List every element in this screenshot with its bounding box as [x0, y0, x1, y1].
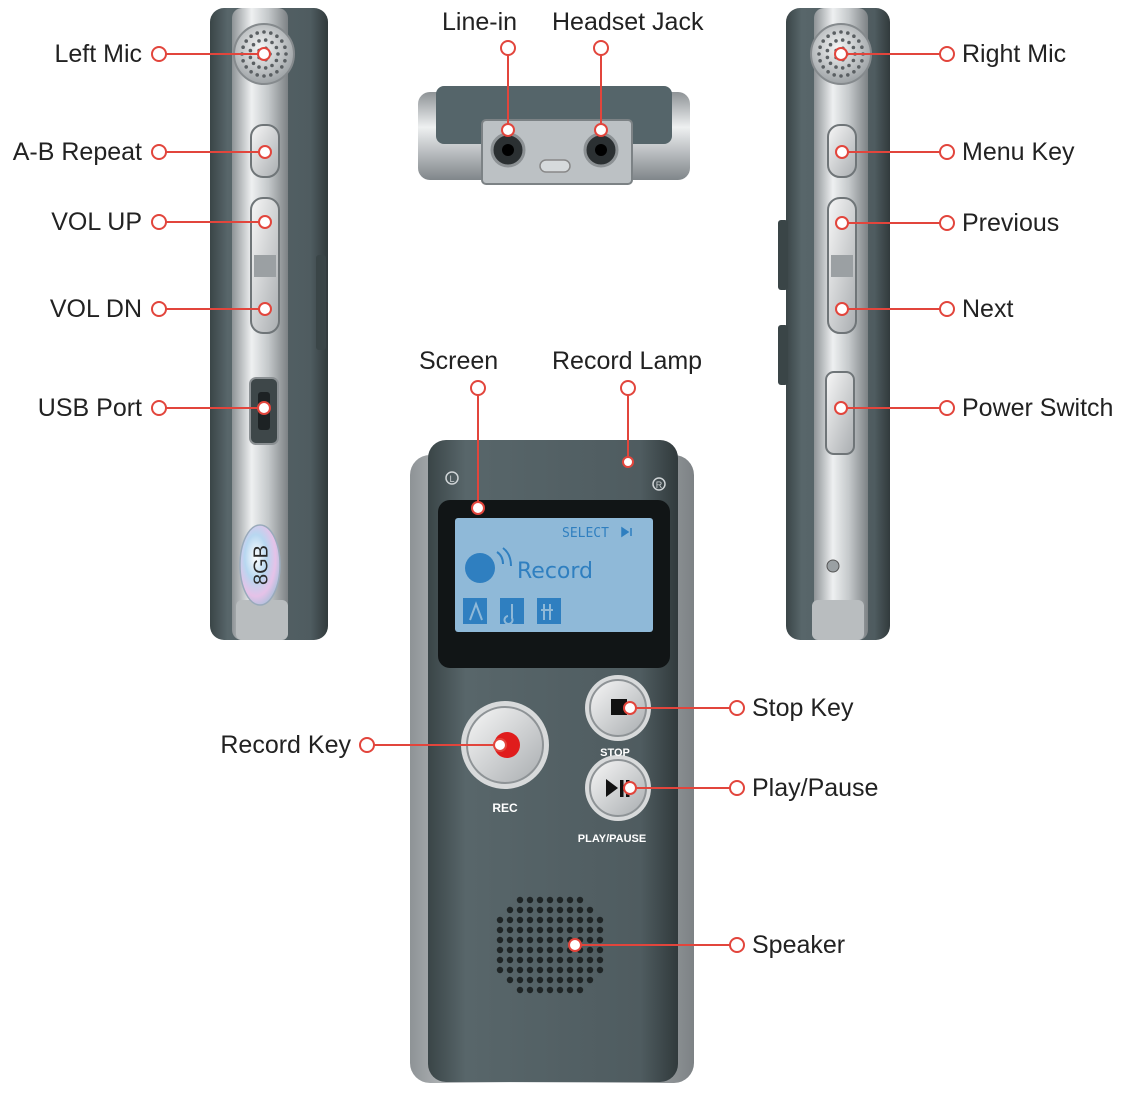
label-record-lamp: Record Lamp	[552, 347, 703, 375]
microphone-person-icon	[465, 553, 495, 583]
top-view	[418, 86, 690, 185]
label-next: Next	[962, 295, 1014, 323]
label-play-pause: Play/Pause	[752, 774, 879, 802]
label-menu-key: Menu Key	[962, 138, 1075, 166]
speaker-grille	[496, 896, 604, 994]
right-channel-mark: R	[656, 480, 663, 490]
capacity-badge-text: 8GB	[250, 545, 272, 585]
stop-caption: STOP	[600, 747, 630, 759]
label-previous: Previous	[962, 209, 1060, 237]
stop-square-icon	[611, 699, 627, 715]
label-stop-key: Stop Key	[752, 694, 854, 722]
label-line-in: Line-in	[442, 8, 518, 36]
capacity-sticker	[239, 524, 281, 606]
record-folder-icon	[463, 598, 487, 624]
label-usb-port: USB Port	[37, 394, 142, 422]
callout-lines	[151, 40, 955, 953]
label-vol-up: VOL UP	[51, 208, 142, 236]
rec-caption: REC	[492, 801, 518, 815]
label-speaker: Speaker	[752, 931, 846, 959]
left-side-view	[210, 8, 328, 640]
right-side-view	[778, 8, 890, 640]
label-vol-dn: VOL DN	[49, 295, 142, 323]
label-power-switch: Power Switch	[962, 394, 1114, 422]
front-view	[410, 440, 694, 1083]
play-triangle-icon	[606, 779, 618, 797]
play-pause-caption: PLAY/PAUSE	[578, 833, 646, 845]
label-right-mic: Right Mic	[962, 40, 1067, 68]
screen-mode-text: Record	[517, 559, 593, 584]
label-screen: Screen	[419, 347, 499, 375]
label-headset-jack: Headset Jack	[552, 8, 704, 36]
screen-status-text: SELECT	[562, 526, 609, 541]
label-left-mic: Left Mic	[54, 40, 142, 68]
label-record-key: Record Key	[220, 731, 351, 759]
left-channel-mark: L	[449, 474, 454, 484]
label-ab-repeat: A-B Repeat	[12, 138, 142, 166]
speaker-volume-icon	[621, 526, 632, 538]
